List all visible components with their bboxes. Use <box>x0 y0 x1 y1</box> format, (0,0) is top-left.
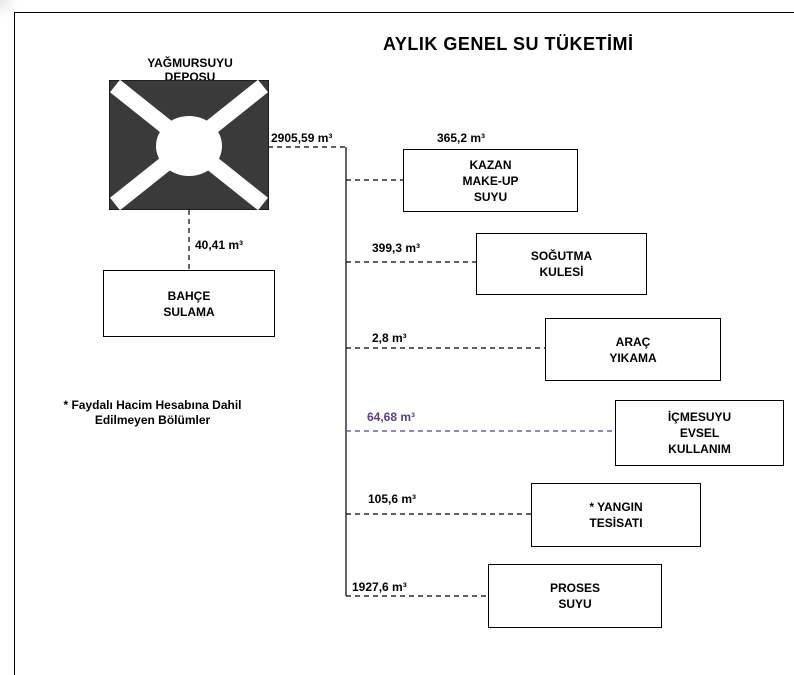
corner-shade <box>0 0 18 20</box>
branch-value-sogutma: 399,3 m³ <box>372 241 421 255</box>
branch-box-arac: ARAÇ YIKAMA <box>545 318 721 381</box>
branch-box-yangin: * YANGIN TESİSATI <box>531 483 701 547</box>
branch-label-arac: ARAÇ YIKAMA <box>609 334 657 365</box>
branch-box-icmesuyu: İÇMESUYU EVSEL KULLANIM <box>615 400 784 466</box>
branch-label-sogutma: SOĞUTMA KULESİ <box>530 249 593 279</box>
branch-label-proses: PROSES SUYU <box>549 581 600 611</box>
branch-box-proses: PROSES SUYU <box>488 564 662 628</box>
branch-box-kazan: KAZAN MAKE-UP SUYU <box>403 149 578 212</box>
branch-box-sogutma: SOĞUTMA KULESİ <box>476 233 647 295</box>
tank-outflow-value: 2905,59 m³ <box>271 131 333 145</box>
note-text: * Faydalı Hacim Hesabına Dahil Edilmeyen… <box>63 398 242 427</box>
frame-left-border <box>14 12 15 675</box>
branch-label-icmesuyu: İÇMESUYU EVSEL KULLANIM <box>667 410 732 456</box>
diagram-title: AYLIK GENEL SU TÜKETİMİ <box>383 34 634 54</box>
branch-value-icmesuyu: 64,68 m³ <box>367 410 416 424</box>
branch-label-yangin: * YANGIN TESİSATI <box>589 500 643 530</box>
garden-value: 40,41 m³ <box>195 238 244 252</box>
frame-top-border <box>14 12 794 13</box>
garden-label: BAHÇE SULAMA <box>163 288 215 319</box>
branch-value-kazan: 365,2 m³ <box>437 131 486 145</box>
branch-value-arac: 2,8 m³ <box>372 331 407 345</box>
branch-value-proses: 1927,6 m³ <box>352 580 407 594</box>
branch-value-yangin: 105,6 m³ <box>368 492 417 506</box>
branch-label-kazan: KAZAN MAKE-UP SUYU <box>462 157 519 204</box>
garden-irrigation-box: BAHÇE SULAMA <box>103 270 275 337</box>
rainwater-tank-icon <box>109 80 269 210</box>
